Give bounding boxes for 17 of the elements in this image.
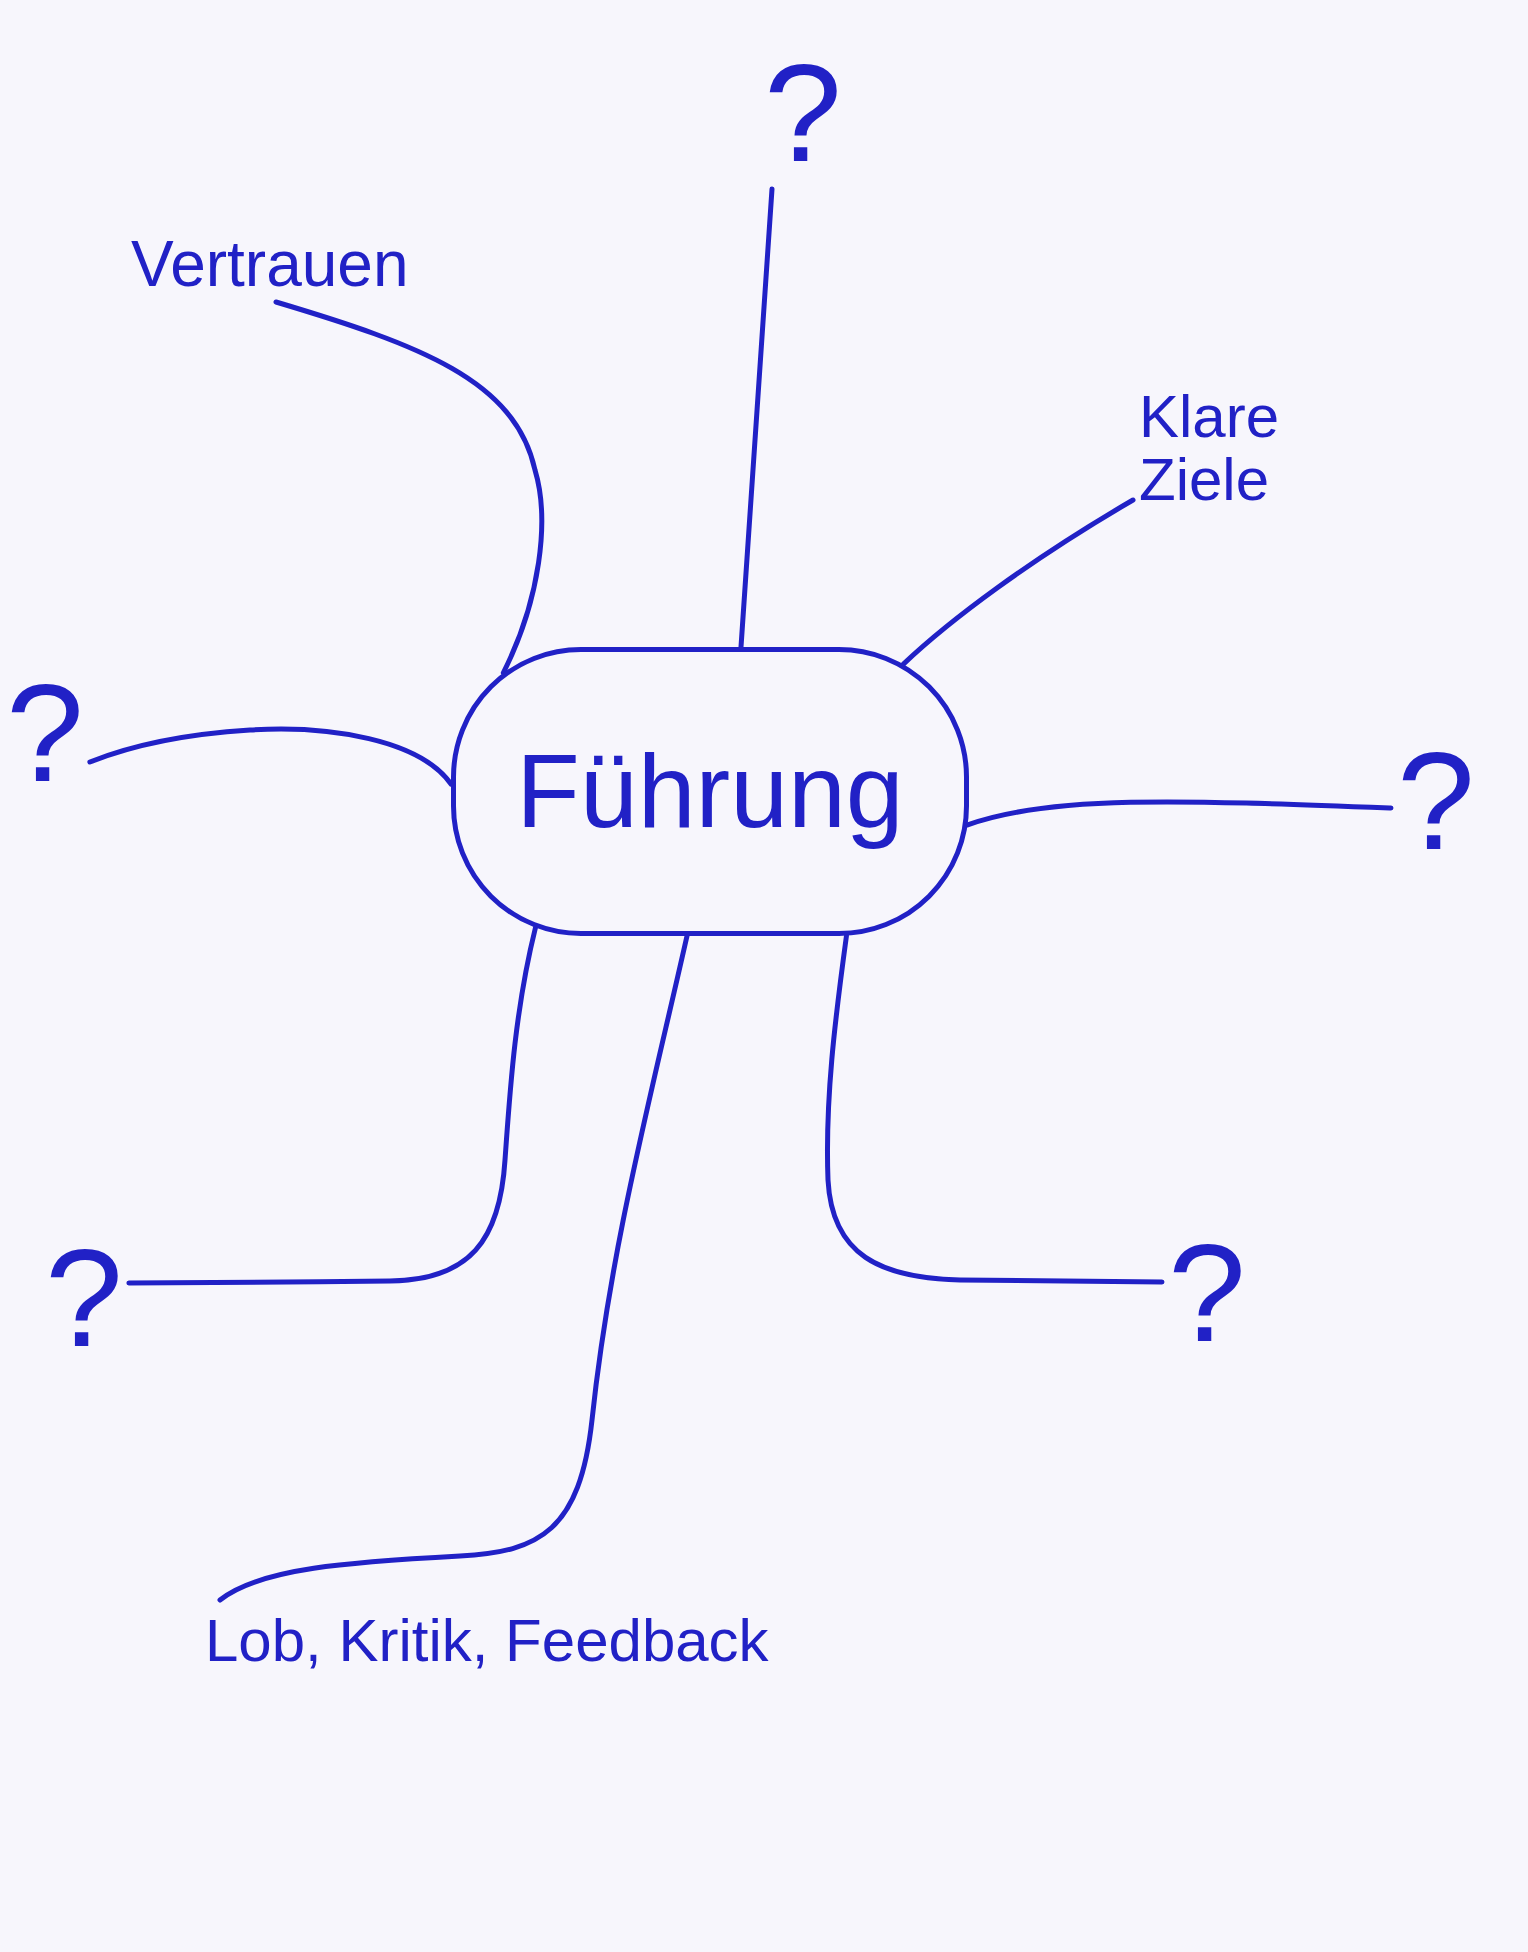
question-mark: ? (764, 43, 842, 183)
question-mark: ? (1397, 731, 1475, 871)
branch-line (87, 726, 454, 787)
question-mark: ? (1168, 1223, 1246, 1363)
branch-line (825, 933, 1165, 1285)
branch-line (217, 933, 690, 1603)
branch-label: Vertrauen (131, 232, 409, 296)
branch-label: Lob, Kritik, Feedback (205, 1606, 769, 1675)
branch-line (126, 925, 538, 1286)
branch-line (273, 299, 545, 676)
question-mark: ? (6, 663, 84, 803)
topic-label: Führung (516, 732, 904, 852)
question-mark: ? (45, 1228, 123, 1368)
branch-line (900, 497, 1136, 667)
branch-label: Klare Ziele (1139, 385, 1339, 511)
branch-line (738, 186, 775, 650)
branch-line (965, 799, 1394, 828)
